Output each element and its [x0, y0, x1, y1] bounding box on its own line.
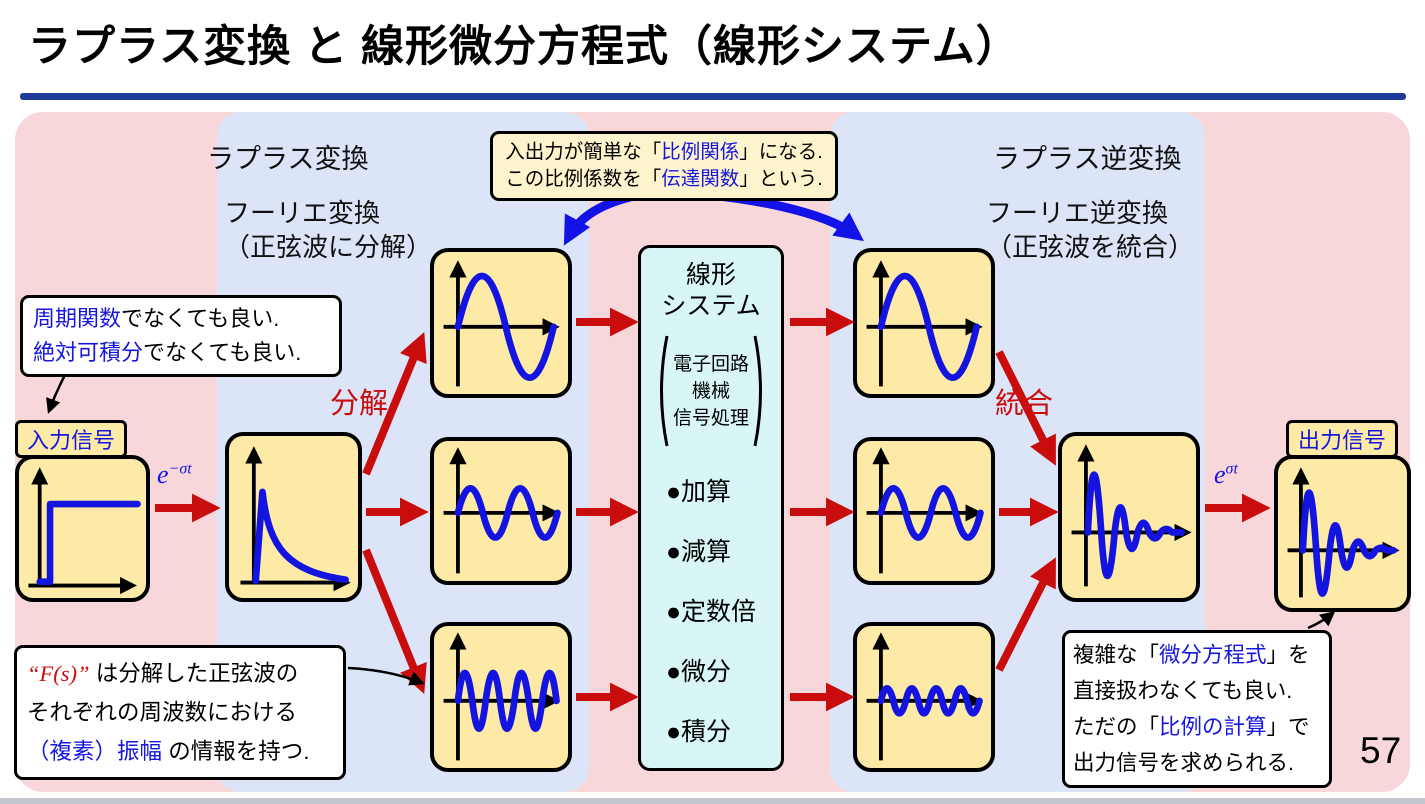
exp-growth-factor-label: eσt: [1214, 460, 1238, 490]
ode-callout-line4: 出力信号を求められる.: [1073, 751, 1294, 775]
sine-low-freq-plot: [430, 248, 572, 398]
exp-exponent: σt: [1225, 460, 1238, 478]
transfer-callout-line2: この比例係数を「伝達関数」という.: [505, 168, 823, 190]
page-title: ラプラス変換 と 線形微分方程式（線形システム）: [28, 23, 1020, 71]
domain-signal-processing: 信号処理: [672, 407, 749, 429]
damped-exponential-plot: [225, 432, 362, 602]
periodicity-note-callout: 周期関数でなくても良い. 絶対可積分でなくても良い.: [20, 295, 342, 377]
right-paren-glyph: [753, 335, 762, 447]
system-domain-list: 電子回路 機械 信号処理: [671, 351, 751, 432]
fourier-transform-label: フーリエ変換 （正弦波に分解）: [224, 196, 432, 264]
page-number: 57: [1360, 730, 1402, 771]
left-paren-glyph: [660, 335, 669, 447]
exp-decay-factor-label: e−σt: [157, 460, 192, 490]
fs-callout-line1: “F(s)” は分解した正弦波の: [27, 661, 299, 686]
decompose-label: 分解: [330, 388, 389, 420]
transfer-callout-line1: 入出力が簡単な「比例関係」になる.: [505, 141, 823, 163]
integrate-label: 統合: [995, 388, 1054, 420]
domain-mechanics: 機械: [691, 380, 730, 402]
operation-addition: ●加算: [665, 478, 732, 506]
ode-callout-line1: 複雑な「微分方程式」を: [1073, 643, 1310, 667]
ode-avoidance-note-callout: 複雑な「微分方程式」を 直接扱わなくても良い. ただの「比例の計算」で 出力信号…: [1062, 630, 1332, 788]
laplace-transform-label: ラプラス変換: [207, 144, 369, 174]
fourier-line2: （正弦波に分解）: [224, 232, 433, 262]
output-sine-mid-freq-plot: [853, 437, 995, 585]
inverse-fourier-line1: フーリエ逆変換: [986, 198, 1169, 228]
sine-high-freq-plot: [430, 622, 572, 772]
fs-callout-line3: （複素）振幅 の情報を持つ.: [27, 739, 310, 764]
exp-exponent: −σt: [168, 460, 192, 478]
title-underline: [20, 93, 1406, 100]
system-name: 線形 システム: [661, 260, 760, 322]
ode-callout-line2: 直接扱わなくても良い.: [1073, 679, 1293, 703]
output-sine-high-freq-plot: [853, 622, 995, 772]
fs-amplitude-note-callout: “F(s)” は分解した正弦波の それぞれの周波数における （複素）振幅 の情報…: [14, 645, 346, 780]
input-step-signal-plot: [15, 455, 150, 602]
inverse-fourier-line2: （正弦波を統合）: [986, 232, 1195, 262]
domain-electronics: 電子回路: [672, 353, 749, 375]
ode-callout-line3: ただの「比例の計算」で: [1073, 715, 1310, 739]
operation-integration: ●積分: [665, 718, 732, 746]
bottom-divider: [0, 798, 1425, 804]
operation-differentiation: ●微分: [665, 658, 732, 686]
inverse-fourier-label: フーリエ逆変換 （正弦波を統合）: [986, 196, 1194, 264]
periodic-callout-line2: 絶対可積分でなくても良い.: [33, 340, 302, 365]
exp-base: e: [157, 460, 169, 489]
linear-system-box: 線形 システム 電子回路 機械 信号処理 ●加算 ●減算 ●定数倍 ●微分 ●積…: [638, 245, 784, 771]
system-name-line1: 線形: [685, 261, 736, 289]
output-signal-plot: [1274, 455, 1411, 612]
system-operations-list: ●加算 ●減算 ●定数倍 ●微分 ●積分: [666, 472, 756, 748]
sine-mid-freq-plot: [430, 437, 572, 585]
output-signal-label: 出力信号: [1286, 420, 1398, 458]
transfer-function-callout: 入出力が簡単な「比例関係」になる. この比例係数を「伝達関数」という.: [490, 131, 838, 201]
inverse-laplace-label: ラプラス逆変換: [993, 144, 1182, 174]
system-domains: 電子回路 機械 信号処理: [653, 332, 769, 450]
periodic-callout-line1: 周期関数でなくても良い.: [33, 306, 280, 331]
operation-subtraction: ●減算: [665, 538, 732, 566]
combined-damped-oscillation-plot: [1058, 432, 1200, 602]
fs-callout-line2: それぞれの周波数における: [27, 700, 298, 725]
system-name-line2: システム: [661, 292, 761, 320]
fourier-line1: フーリエ変換: [224, 198, 381, 228]
input-signal-label: 入力信号: [15, 420, 127, 458]
exp-base: e: [1214, 460, 1226, 489]
operation-scaling: ●定数倍: [665, 598, 757, 626]
output-sine-low-freq-plot: [853, 248, 995, 398]
